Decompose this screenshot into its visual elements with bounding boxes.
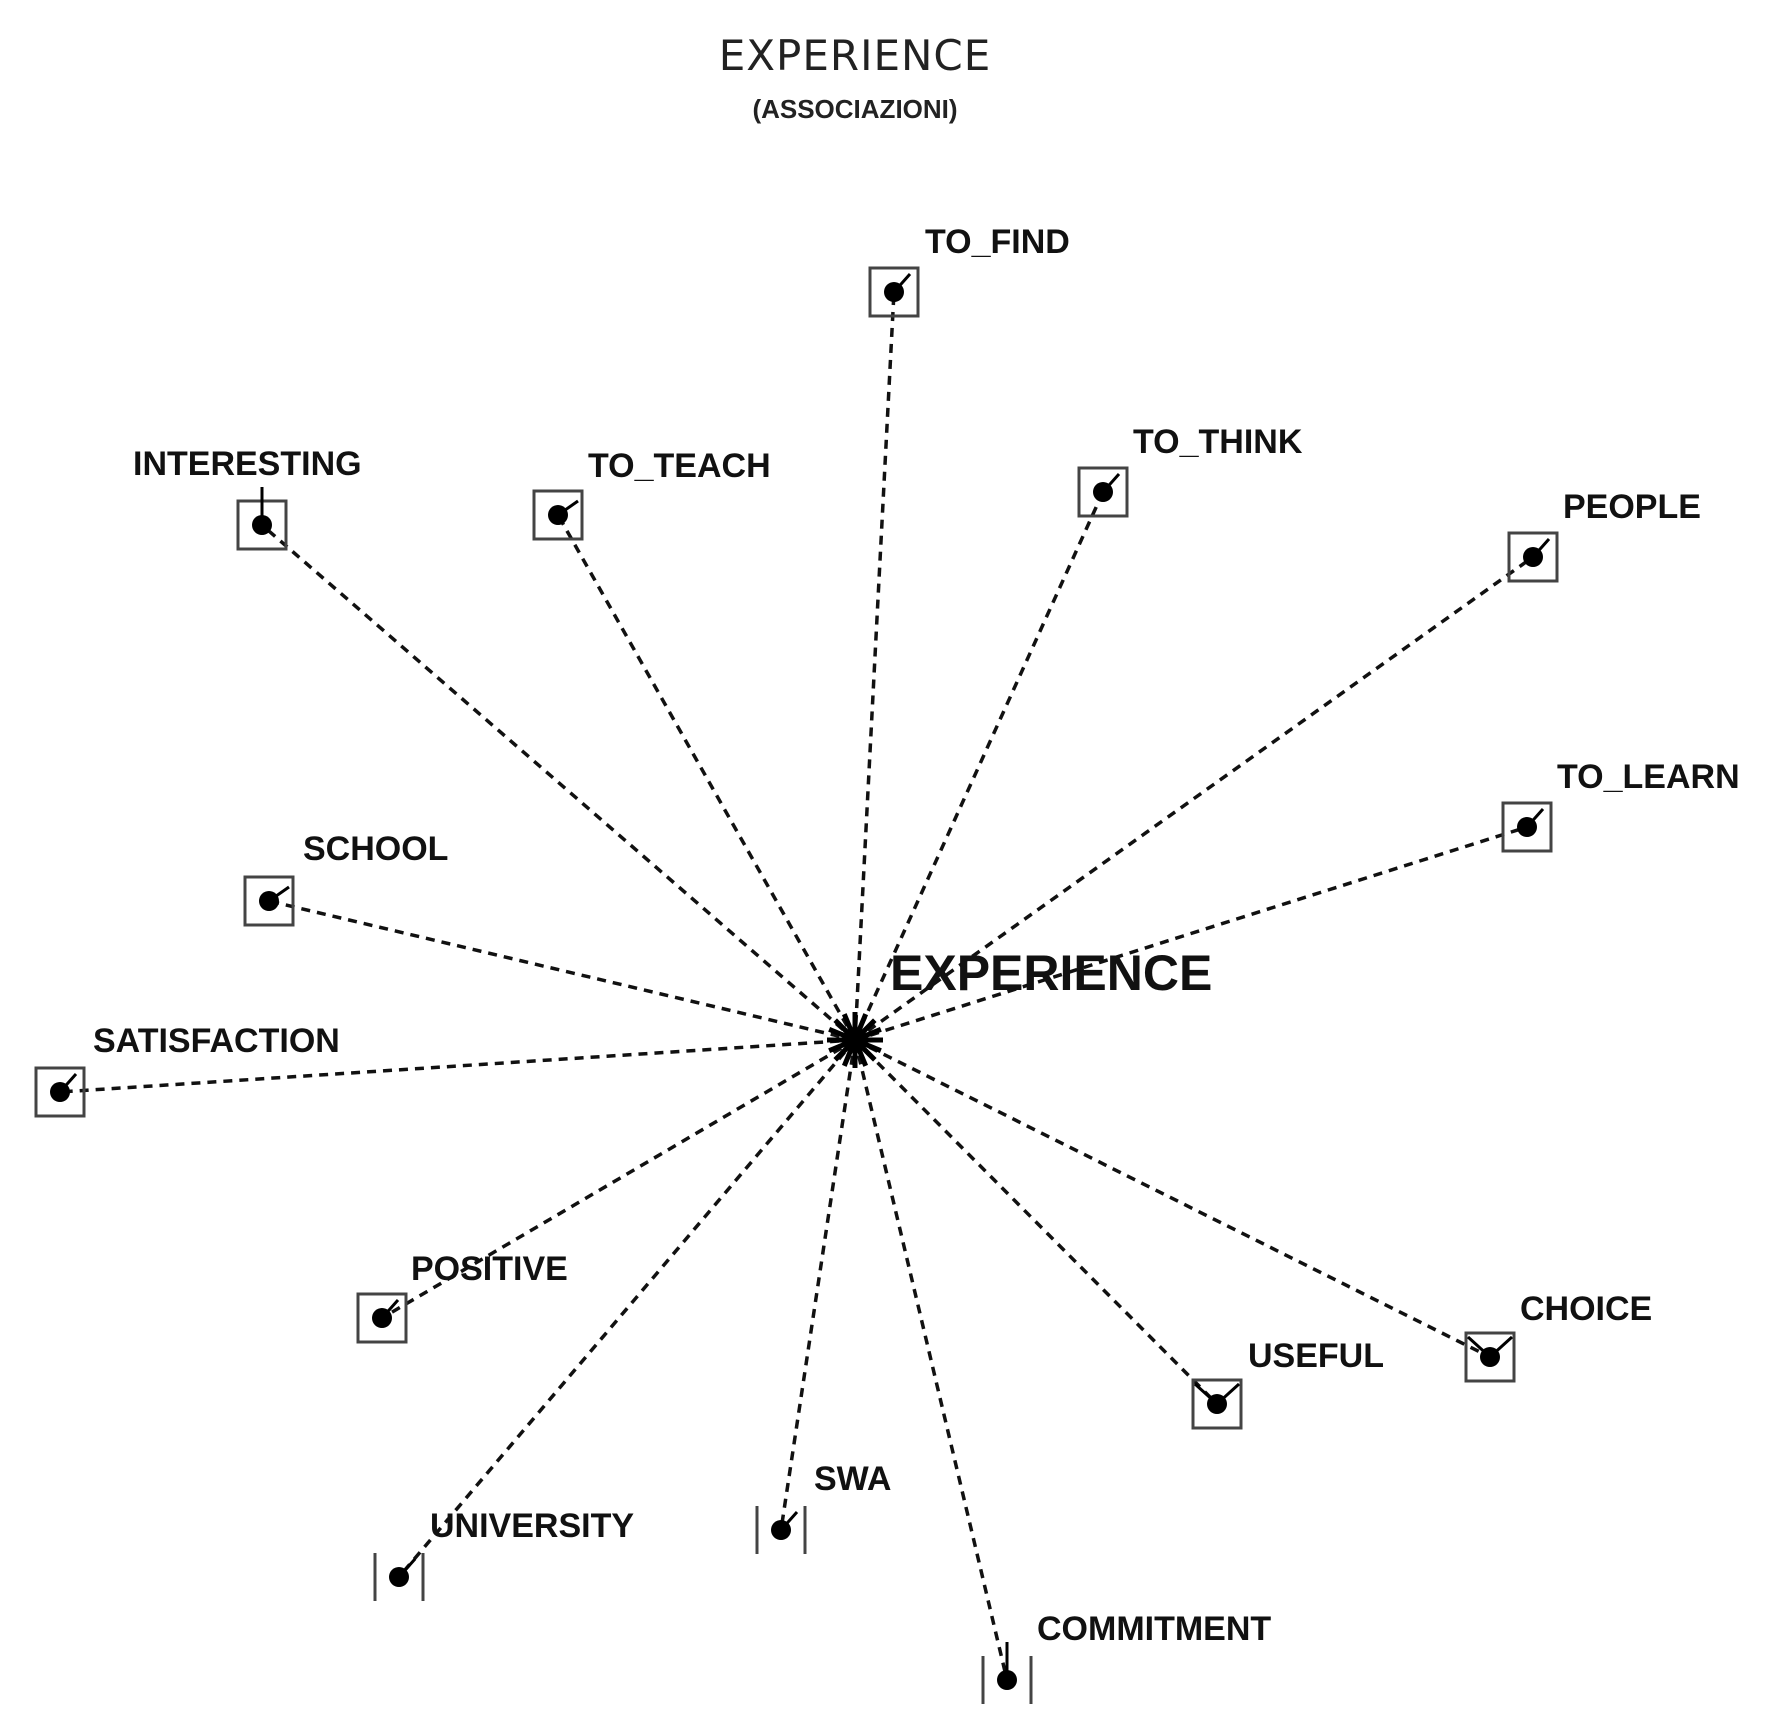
node-dot bbox=[1523, 547, 1543, 567]
node-label-university: UNIVERSITY bbox=[430, 1507, 634, 1545]
edge-to-teach bbox=[556, 514, 857, 1041]
diagram-title: EXPERIENCE bbox=[719, 31, 992, 80]
edge-swa bbox=[779, 1039, 857, 1531]
edge-commitment bbox=[853, 1039, 1009, 1681]
node-box bbox=[1191, 1378, 1243, 1430]
edge-positive bbox=[381, 1038, 856, 1320]
diagram-subtitle: (ASSOCIAZIONI) bbox=[752, 94, 957, 124]
node-satisfaction: SATISFACTION bbox=[34, 1022, 340, 1118]
node-label-useful: USEFUL bbox=[1248, 1337, 1384, 1375]
center-star-icon bbox=[827, 1012, 883, 1068]
node-university: UNIVERSITY bbox=[373, 1507, 634, 1601]
node-label-satisfaction: SATISFACTION bbox=[93, 1022, 340, 1060]
node-dot bbox=[50, 1082, 70, 1102]
node-box bbox=[34, 1066, 86, 1118]
node-box bbox=[1464, 1331, 1516, 1383]
node-dot bbox=[1517, 817, 1537, 837]
node-label-commitment: COMMITMENT bbox=[1037, 1610, 1271, 1648]
node-label-to-learn: TO_LEARN bbox=[1557, 758, 1740, 796]
edge-interesting bbox=[260, 523, 857, 1042]
node-label-swa: SWA bbox=[814, 1460, 891, 1498]
node-box bbox=[356, 1292, 408, 1344]
node-positive: POSITIVE bbox=[356, 1250, 568, 1344]
node-useful: USEFUL bbox=[1191, 1337, 1384, 1430]
node-to-teach: TO_TEACH bbox=[532, 447, 771, 541]
center-node: EXPERIENCE bbox=[827, 945, 1212, 1068]
node-dot bbox=[997, 1670, 1017, 1690]
node-interesting: INTERESTING bbox=[133, 445, 362, 551]
edges-layer bbox=[59, 291, 1535, 1681]
node-label-choice: CHOICE bbox=[1520, 1290, 1652, 1328]
node-dot bbox=[884, 282, 904, 302]
node-dot bbox=[1480, 1347, 1500, 1367]
edge-to-think bbox=[853, 491, 1105, 1041]
node-dot bbox=[1207, 1394, 1227, 1414]
node-to-think: TO_THINK bbox=[1077, 423, 1303, 518]
node-box bbox=[868, 266, 920, 318]
node-commitment: COMMITMENT bbox=[981, 1610, 1271, 1704]
node-label-to-think: TO_THINK bbox=[1133, 423, 1303, 461]
node-box bbox=[1501, 801, 1553, 853]
edge-people bbox=[853, 555, 1535, 1042]
node-to-learn: TO_LEARN bbox=[1501, 758, 1740, 853]
node-school: SCHOOL bbox=[243, 830, 448, 927]
node-label-school: SCHOOL bbox=[303, 830, 448, 868]
node-label-interesting: INTERESTING bbox=[133, 445, 362, 483]
node-people: PEOPLE bbox=[1507, 488, 1701, 583]
node-choice: CHOICE bbox=[1464, 1290, 1652, 1383]
edge-school bbox=[268, 899, 856, 1042]
node-box bbox=[1077, 466, 1129, 518]
edge-choice bbox=[854, 1038, 1491, 1359]
node-box bbox=[532, 489, 584, 541]
node-swa: SWA bbox=[755, 1460, 891, 1554]
node-label-positive: POSITIVE bbox=[411, 1250, 568, 1288]
edge-to-find bbox=[853, 291, 896, 1041]
edge-university bbox=[397, 1038, 857, 1579]
node-dot bbox=[1093, 482, 1113, 502]
center-label: EXPERIENCE bbox=[890, 945, 1212, 1001]
edge-satisfaction bbox=[59, 1038, 856, 1094]
node-dot bbox=[389, 1567, 409, 1587]
node-label-to-teach: TO_TEACH bbox=[588, 447, 771, 485]
edge-to-learn bbox=[854, 825, 1528, 1042]
node-box bbox=[1507, 531, 1559, 583]
node-dot bbox=[771, 1520, 791, 1540]
node-dot bbox=[252, 515, 272, 535]
node-dot bbox=[259, 891, 279, 911]
node-label-people: PEOPLE bbox=[1563, 488, 1701, 526]
node-box bbox=[243, 875, 295, 927]
edge-useful bbox=[853, 1038, 1219, 1406]
nodes-layer: TO_FIND INTERESTING TO_TEACH TO_THINK PEOPLE… bbox=[34, 223, 1740, 1704]
node-label-to-find: TO_FIND bbox=[925, 223, 1070, 261]
node-dot bbox=[372, 1308, 392, 1328]
node-to-find: TO_FIND bbox=[868, 223, 1070, 318]
node-dot bbox=[548, 505, 568, 525]
